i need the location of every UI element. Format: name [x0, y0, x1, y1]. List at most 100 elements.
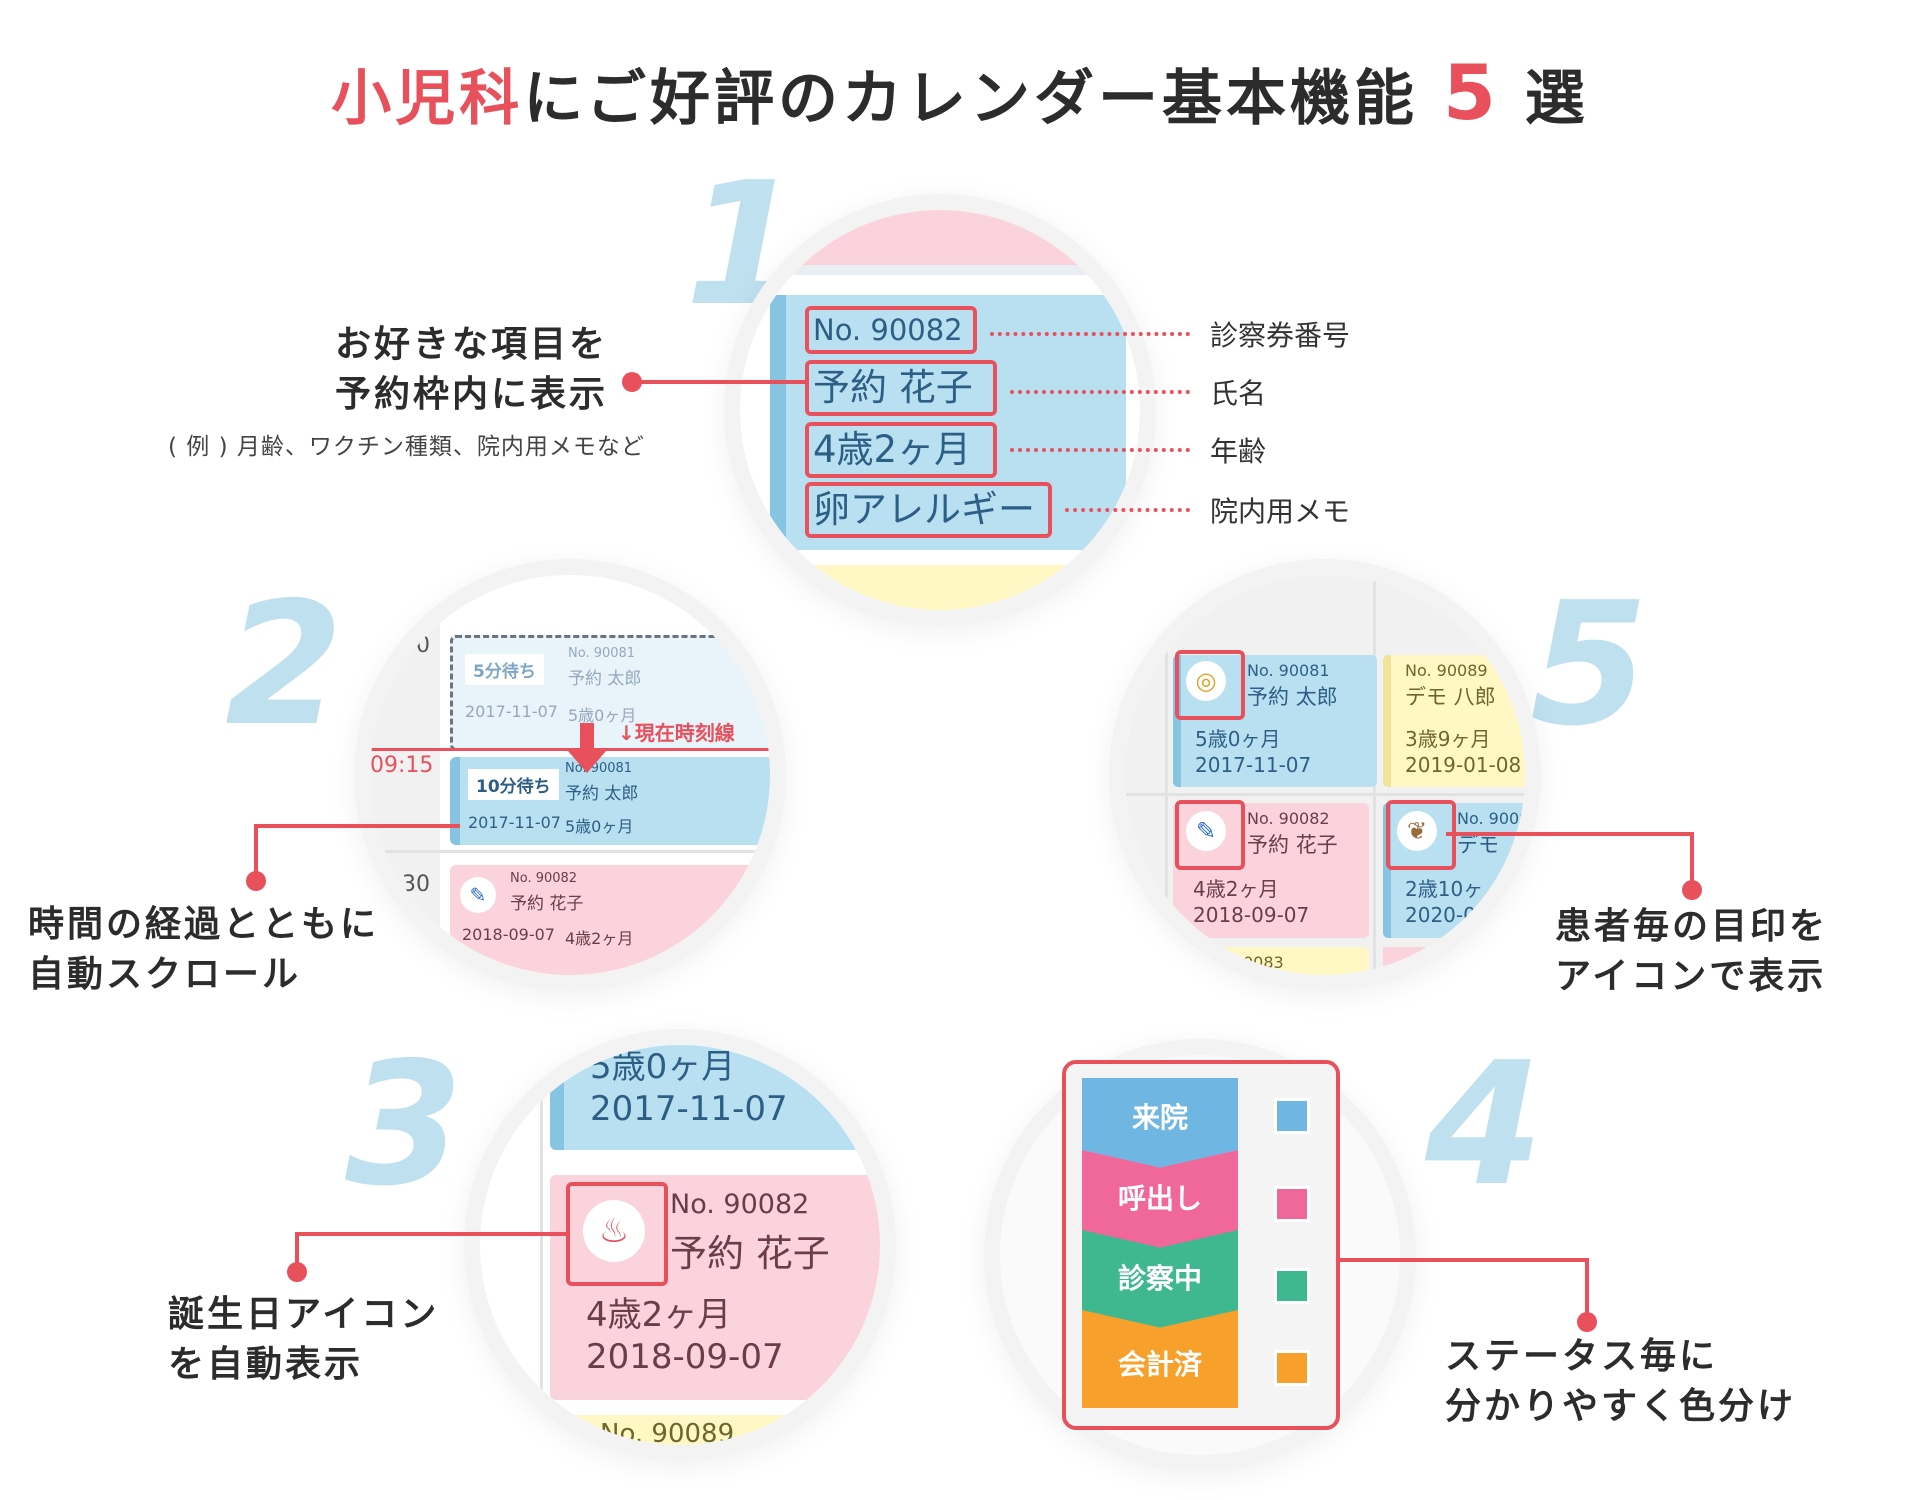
feature2-circle: 00 09:15 :30 5分待ち No. 90081 予約 太郎 2017-1…	[370, 575, 770, 975]
card-number: No. 90081	[1247, 661, 1330, 680]
birthday-cake-icon: ♨	[583, 1200, 645, 1262]
card-number: No. 90089	[600, 1419, 735, 1445]
time-label: 00	[402, 633, 430, 658]
grid-line	[1125, 793, 1525, 796]
patient-card: No. 90089 デモ 八郎 3歳9ヶ月 2019-01-08	[1383, 655, 1525, 787]
card-age: 2歳10ヶ	[1405, 877, 1484, 901]
feature2-line1: 時間の経過とともに	[28, 904, 380, 945]
callout-dot	[246, 871, 266, 891]
feature1-example: ( 例 ) 月齢、ワクチン種類、院内用メモなど	[168, 434, 645, 460]
feature5-heading: 患者毎の目印を アイコンで表示	[1555, 902, 1828, 1002]
icon-frame	[1175, 800, 1245, 870]
arrow-down-icon	[580, 723, 594, 753]
feature1-line1: お好きな項目を	[335, 324, 609, 365]
card-age: 5歳0ヶ月	[1195, 727, 1281, 751]
feature3-line1: 誕生日アイコン	[168, 1294, 440, 1335]
card-name: 予約 太郎	[565, 784, 639, 804]
next-slot-card: ✎ No. 90082 予約 花子 2018-09-07 4歳2ヶ月	[450, 865, 770, 975]
number-2: 2	[225, 566, 344, 764]
callout-dot	[1577, 1312, 1597, 1332]
current-time-line	[370, 748, 770, 751]
connector-dotted	[1065, 508, 1190, 512]
card-date: 2019-01-08	[1405, 753, 1522, 777]
feature2-line2: 自動スクロール	[28, 954, 302, 995]
current-slot-card: 10分待ち No. 90081 予約 太郎 2017-11-07 5歳0ヶ月	[450, 757, 770, 845]
status-swatch-paid	[1274, 1350, 1310, 1386]
card-number: No. 90082	[1247, 809, 1330, 828]
card-number: No. 9008	[1457, 809, 1525, 828]
title-highlight: 小児科	[331, 64, 524, 134]
label-name: 氏名	[1210, 377, 1267, 410]
status-visit-label: 来院	[1131, 1101, 1188, 1134]
grid-line	[370, 850, 770, 853]
connector-dotted	[1010, 390, 1190, 394]
connector-dotted	[1010, 448, 1190, 452]
callout-line	[1585, 1258, 1589, 1320]
card-date: 2017-11-07	[1195, 753, 1312, 777]
card-age: 4歳2ヶ月	[1193, 877, 1279, 901]
feature3-line2: を自動表示	[168, 1344, 364, 1385]
card-date: 2018-09-07	[586, 1337, 784, 1377]
card-date: 2017-11-07	[468, 813, 561, 832]
birthday-icon-frame	[566, 1182, 668, 1286]
grid-line	[540, 1045, 543, 1445]
callout-dot	[1682, 880, 1702, 900]
card-number: No. 90081	[568, 646, 636, 661]
card-age: 3歳9ヶ月	[1405, 727, 1491, 751]
arrow-down-icon	[568, 751, 606, 773]
card-name: 予約 花子	[510, 894, 584, 914]
callout-dot	[287, 1262, 307, 1282]
card-age: 5歳0ヶ月	[565, 817, 634, 836]
feature3-heading: 誕生日アイコン を自動表示	[168, 1290, 439, 1390]
card-number: No. 90082	[510, 871, 578, 886]
callout-line	[1336, 1258, 1589, 1262]
card-age: 4歳2ヶ月	[586, 1295, 732, 1335]
patient-card: 0083	[1173, 947, 1369, 975]
field-age: 4歳2ヶ月	[805, 422, 997, 478]
card-number: No. 90082	[670, 1189, 810, 1220]
callout-line	[1690, 832, 1694, 890]
card-age: 5歳0ヶ月	[590, 1047, 736, 1087]
label-memo: 院内用メモ	[1210, 495, 1351, 528]
label-age: 年齢	[1210, 435, 1267, 468]
feature2-heading: 時間の経過とともに 自動スクロール	[28, 900, 379, 1000]
icon-frame	[1175, 650, 1245, 720]
field-card-number: No. 90082	[805, 306, 977, 354]
feature5-line2: アイコンで表示	[1555, 956, 1827, 997]
card-name: 予約 太郎	[1247, 685, 1338, 709]
title-end: 選	[1524, 64, 1589, 134]
number-5: 5	[1530, 566, 1649, 764]
pink-row	[740, 210, 1140, 265]
feature1-heading: お好きな項目を 予約枠内に表示	[335, 320, 608, 420]
card-age: 4歳2ヶ月	[565, 929, 634, 948]
grid-line	[1165, 575, 1168, 975]
field-memo: 卵アレルギー	[805, 482, 1052, 538]
field-name: 予約 花子	[805, 360, 997, 416]
card-name: デモ 八郎	[1405, 685, 1496, 709]
status-swatch-examining	[1274, 1268, 1310, 1304]
wait-badge: 5分待ち	[465, 654, 544, 685]
callout-line	[632, 380, 807, 384]
syringe-icon: ✎	[460, 877, 496, 913]
yellow-row	[740, 565, 1140, 610]
next-card: No. 90089	[550, 1415, 880, 1445]
current-time-label: ↓現在時刻線	[618, 721, 735, 745]
card-date: 2017-11-07	[590, 1089, 788, 1129]
time-column	[370, 575, 440, 975]
card-date: 2017-11-07	[465, 702, 558, 721]
wait-badge: 10分待ち	[468, 769, 559, 800]
previous-card: 5歳0ヶ月 2017-11-07	[550, 1045, 880, 1150]
time-label: :30	[394, 872, 430, 897]
time-now: 09:15	[370, 753, 434, 778]
divider	[740, 265, 1140, 275]
status-paid-label: 会計済	[1117, 1348, 1202, 1381]
label-card-number: 診察券番号	[1210, 319, 1351, 352]
card-name: 予約 花子	[1247, 833, 1338, 857]
callout-line	[1446, 832, 1694, 836]
status-called-label: 呼出し	[1117, 1182, 1202, 1215]
feature1-line2: 予約枠内に表示	[335, 374, 609, 415]
feature4-heading: ステータス毎に 分かりやすく色分け	[1445, 1332, 1796, 1432]
card-name: 予約 花子	[670, 1232, 830, 1275]
feature4-line2: 分かりやすく色分け	[1445, 1386, 1797, 1427]
status-swatch-called	[1274, 1186, 1310, 1222]
